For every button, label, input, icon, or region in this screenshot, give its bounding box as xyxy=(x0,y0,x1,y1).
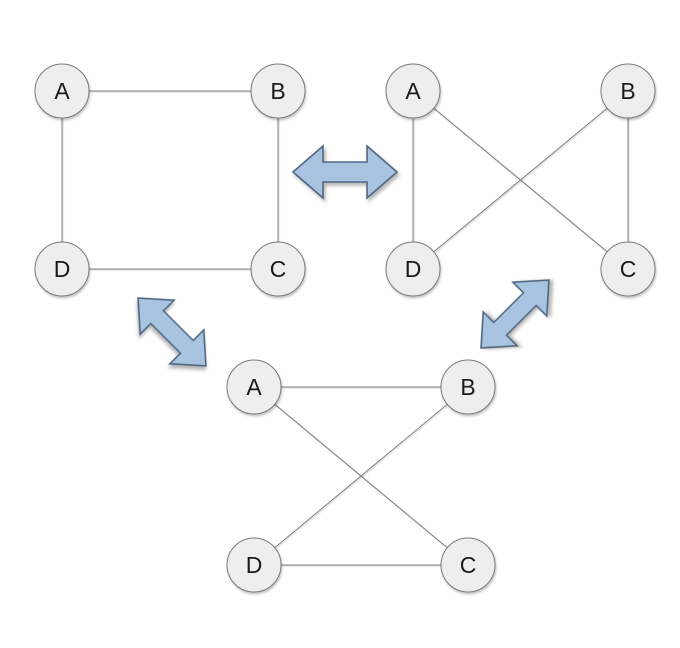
node-label: A xyxy=(405,78,421,104)
graph-hourglass-node-A: A xyxy=(226,359,282,415)
node-circle xyxy=(34,63,90,119)
node-circle xyxy=(440,537,496,593)
edge-B-D xyxy=(412,90,629,270)
node-circle xyxy=(385,241,441,297)
node-label: A xyxy=(246,374,262,400)
node-circle xyxy=(226,537,282,593)
graph-square-edges xyxy=(61,90,279,270)
double-arrow-horizontal-icon xyxy=(291,144,399,200)
graph-square: A B D C xyxy=(34,63,306,297)
node-label: C xyxy=(620,256,637,282)
graph-hourglass-node-C: C xyxy=(440,537,496,593)
node-label: D xyxy=(54,256,71,282)
graph-crossed: A B D C xyxy=(385,63,656,297)
graph-crossed-node-D: D xyxy=(385,241,441,297)
edge-D-B xyxy=(253,386,469,566)
node-label: D xyxy=(246,552,263,578)
node-label: B xyxy=(460,374,475,400)
node-circle xyxy=(250,241,306,297)
node-label: D xyxy=(405,256,422,282)
node-circle xyxy=(385,63,441,119)
node-label: B xyxy=(620,78,635,104)
node-circle xyxy=(250,63,306,119)
node-label: A xyxy=(54,78,70,104)
graph-hourglass-node-D: D xyxy=(226,537,282,593)
node-circle xyxy=(226,359,282,415)
graph-crossed-node-A: A xyxy=(385,63,441,119)
graph-hourglass-edges xyxy=(253,386,469,566)
graph-square-node-D: D xyxy=(34,241,90,297)
node-label: C xyxy=(270,256,287,282)
graph-hourglass-node-B: B xyxy=(440,359,496,415)
node-circle xyxy=(600,63,656,119)
double-arrow-diagonal-left-icon xyxy=(137,297,207,367)
graph-crossed-edges xyxy=(412,90,629,270)
double-arrow-diagonal-right-icon xyxy=(480,279,550,349)
graph-square-node-C: C xyxy=(250,241,306,297)
node-circle xyxy=(600,241,656,297)
graph-crossed-node-C: C xyxy=(600,241,656,297)
graph-square-node-A: A xyxy=(34,63,90,119)
graph-square-node-B: B xyxy=(250,63,306,119)
graph-hourglass: A B D C xyxy=(226,359,496,593)
node-circle xyxy=(34,241,90,297)
node-label: C xyxy=(460,552,477,578)
node-circle xyxy=(440,359,496,415)
node-label: B xyxy=(270,78,285,104)
graph-crossed-node-B: B xyxy=(600,63,656,119)
